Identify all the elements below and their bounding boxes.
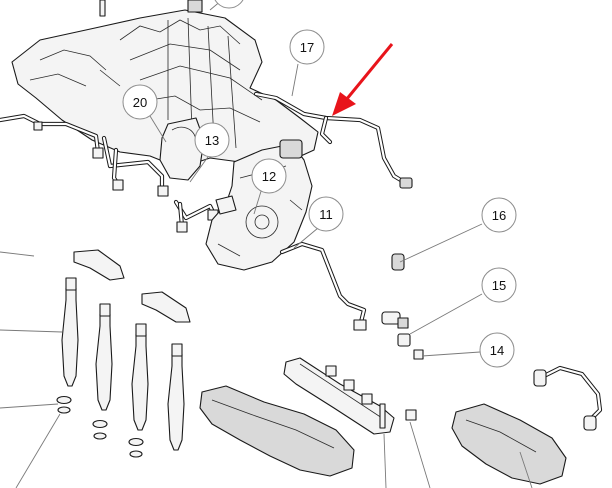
fuel-return-pipe	[253, 91, 413, 189]
callout-16: 16	[481, 197, 517, 233]
injector-clamps	[73, 249, 191, 323]
highlight-arrow	[332, 43, 394, 116]
callout-14: 14	[479, 332, 515, 368]
small-fittings	[391, 253, 424, 360]
callout-13: 13	[194, 122, 230, 158]
seal-rings	[56, 395, 144, 458]
intake-manifold-assembly	[11, 0, 319, 181]
hose-pipe	[533, 365, 603, 431]
callout-label-14: 14	[490, 343, 504, 358]
callout-label-16: 16	[492, 208, 506, 223]
injector-pipes	[0, 113, 219, 233]
callout-label-17: 17	[300, 40, 314, 55]
callout-label-15: 15	[492, 278, 506, 293]
callout-17: 17	[289, 29, 325, 65]
callout-label-20: 20	[133, 95, 147, 110]
callout-label-12: 12	[262, 169, 276, 184]
callout-label-13: 13	[205, 133, 219, 148]
acoustic-covers	[199, 385, 567, 485]
callout-circle-top	[214, 0, 244, 9]
callout-15: 15	[481, 267, 517, 303]
callout-12: 12	[251, 158, 287, 194]
callout-label-11: 11	[319, 207, 333, 222]
fuel-rail	[283, 357, 417, 435]
injectors	[61, 277, 185, 451]
callout-20: 20	[122, 84, 158, 120]
leak-off-pipe	[279, 241, 409, 331]
leader-lines	[0, 0, 533, 488]
callout-11: 11	[308, 196, 344, 232]
